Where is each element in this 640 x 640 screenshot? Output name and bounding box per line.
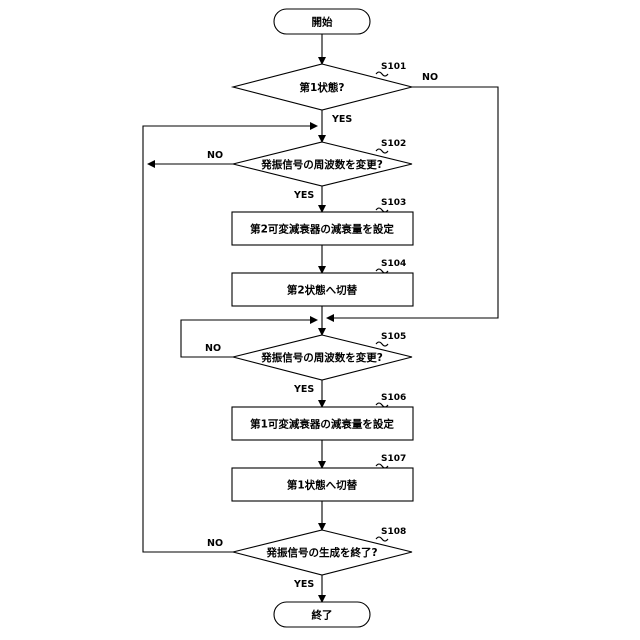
yes-label-s101: YES [331,114,352,125]
step-id-s101: S101 [381,62,406,72]
yes-label-s102: YES [293,190,314,201]
no-label-s108: NO [207,538,223,549]
step-id-tick [376,149,388,153]
step-id-tick [376,269,388,273]
decision-s101-text: 第1状態? [300,81,345,94]
end-label: 終了 [312,609,333,622]
step-id-s106: S106 [381,393,406,403]
step-id-s104: S104 [381,259,406,269]
process-s104-text: 第2状態へ切替 [287,284,358,297]
step-id-s103: S103 [381,198,406,208]
step-id-s107: S107 [381,454,406,464]
step-id-tick [376,464,388,468]
step-id-s102: S102 [381,139,406,149]
step-id-s108: S108 [381,527,406,537]
step-id-tick [376,342,388,346]
decision-s108-text: 発振信号の生成を終了? [265,546,377,559]
no-label-s101: NO [422,72,438,83]
start-label: 開始 [312,16,333,29]
yes-label-s105: YES [293,384,314,395]
decision-s105-text: 発振信号の周波数を変更? [260,351,383,364]
no-label-s102: NO [207,150,223,161]
process-s103-text: 第2可変減衰器の減衰量を設定 [250,223,394,236]
yes-label-s108: YES [293,579,314,590]
step-id-s105: S105 [381,332,406,342]
process-s107-text: 第1状態へ切替 [287,479,358,492]
no-label-s105: NO [205,343,221,354]
step-id-tick [376,72,388,76]
step-id-tick [376,403,388,407]
step-id-tick [376,537,388,541]
decision-s102-text: 発振信号の周波数を変更? [260,158,383,171]
process-s106-text: 第1可変減衰器の減衰量を設定 [250,418,394,431]
step-id-tick [376,208,388,212]
